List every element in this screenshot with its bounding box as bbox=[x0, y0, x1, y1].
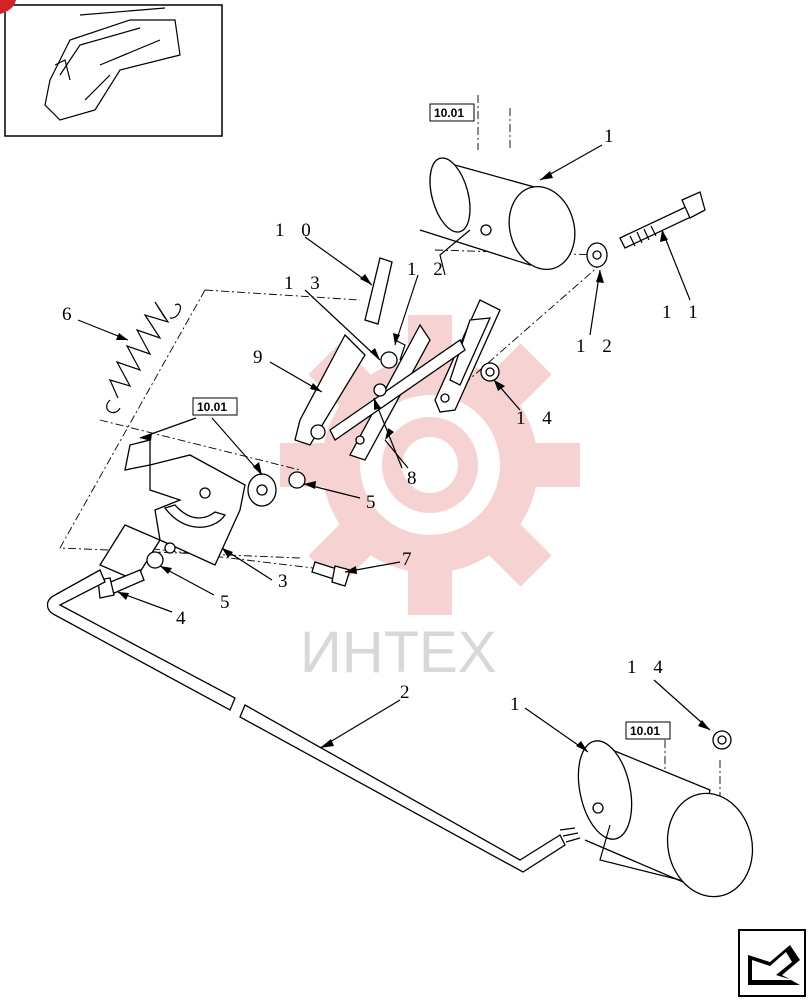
callout-14-lower: 1 4 bbox=[627, 657, 669, 678]
callout-1-lower: 1 bbox=[510, 694, 526, 715]
bolt-11 bbox=[619, 191, 706, 249]
bolt-7 bbox=[311, 561, 351, 587]
callout-10: 1 0 bbox=[275, 220, 317, 241]
callout-12-lower: 1 2 bbox=[576, 336, 618, 357]
svg-text:10.01: 10.01 bbox=[630, 724, 660, 738]
cylinder-lower bbox=[577, 740, 754, 898]
reference-box-2[interactable]: 10.01 bbox=[192, 397, 238, 416]
svg-text:10.01: 10.01 bbox=[434, 106, 464, 120]
callout-5-lower: 5 bbox=[220, 592, 236, 613]
control-lever-assembly bbox=[294, 299, 501, 461]
callout-8: 8 bbox=[407, 468, 423, 489]
callout-3: 3 bbox=[278, 571, 294, 592]
callout-12-upper: 1 2 bbox=[407, 259, 449, 280]
next-page-arrow-icon[interactable] bbox=[738, 929, 806, 997]
spring-6 bbox=[106, 301, 182, 414]
callout-5-upper: 5 bbox=[366, 492, 382, 513]
callout-13: 1 3 bbox=[284, 273, 326, 294]
callout-11: 1 1 bbox=[662, 302, 704, 323]
nut-5-lower bbox=[146, 551, 164, 569]
bracket-4 bbox=[99, 524, 161, 581]
bracket-plate-3 bbox=[149, 454, 246, 566]
cylinder-upper bbox=[419, 157, 576, 276]
callout-6: 6 bbox=[62, 304, 78, 325]
callout-4: 4 bbox=[176, 608, 192, 629]
callout-7: 7 bbox=[402, 549, 418, 570]
reference-box-3[interactable]: 10.01 bbox=[625, 721, 671, 740]
callout-2: 2 bbox=[400, 682, 416, 703]
bolt-4 bbox=[97, 569, 145, 599]
callout-14-upper: 1 4 bbox=[516, 408, 558, 429]
rod-2 bbox=[46, 569, 581, 873]
svg-text:10.01: 10.01 bbox=[197, 400, 227, 414]
callout-9: 9 bbox=[253, 347, 269, 368]
reference-box-1[interactable]: 10.01 bbox=[429, 103, 475, 122]
watermark-text: ИНТЕХ bbox=[300, 620, 496, 685]
watermark-logo: ИНТЕХ bbox=[280, 315, 580, 685]
nut-5-upper bbox=[288, 471, 306, 489]
loader-arm-thumbnail-icon[interactable] bbox=[0, 0, 223, 137]
callout-1-upper: 1 bbox=[604, 126, 620, 147]
mount-plate bbox=[124, 439, 151, 471]
pin-10 bbox=[364, 257, 393, 325]
leader-arrowheads bbox=[116, 171, 710, 752]
callout-numbers: 1 1 0 1 2 1 3 1 1 1 2 6 9 1 4 8 5 7 3 5 … bbox=[62, 126, 704, 715]
